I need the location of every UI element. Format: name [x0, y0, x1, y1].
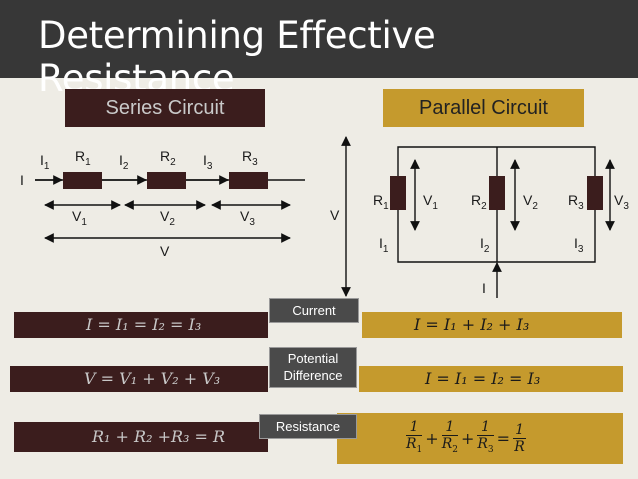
- potential-difference-row-label: Potential Difference: [269, 347, 357, 388]
- parallel-r3-label: R3: [568, 192, 584, 212]
- potential-label-line-2: Difference: [283, 368, 343, 383]
- parallel-r2-label: R2: [471, 192, 487, 212]
- series-current-equation: I = I₁ = I₂ = I₃: [86, 315, 202, 334]
- series-i2-label: I2: [119, 152, 129, 172]
- parallel-v2-label: V2: [523, 192, 538, 212]
- series-circuit-header: Series Circuit: [65, 89, 265, 127]
- series-current-label: I: [20, 172, 24, 188]
- series-i3-label: I3: [203, 152, 213, 172]
- parallel-main-current-label: I: [482, 280, 486, 296]
- parallel-v1-label: V1: [423, 192, 438, 212]
- parallel-v3-label: V3: [614, 192, 629, 212]
- parallel-resistor-r1: [390, 176, 406, 210]
- series-v2-label: V2: [160, 208, 175, 228]
- series-current-equation-bar: I = I₁ = I₂ = I₃: [14, 312, 268, 338]
- parallel-current-equation: I = I₁ + I₂ + I₃: [414, 315, 530, 334]
- series-resistor-r2: [147, 172, 186, 189]
- series-resistor-r3: [229, 172, 268, 189]
- series-resistance-equation: R₁ + R₂ +R₃ = R: [92, 427, 226, 446]
- parallel-resistor-r3: [587, 176, 603, 210]
- parallel-voltage-equation: I = I₁ = I₂ = I₃: [425, 369, 541, 388]
- series-voltage-equation-bar: V = V₁ + V₂ + V₃: [10, 366, 268, 392]
- parallel-circuit-header: Parallel Circuit: [383, 89, 584, 127]
- series-r1-label: R1: [75, 148, 91, 168]
- series-resistance-equation-bar: R₁ + R₂ +R₃ = R: [14, 422, 268, 452]
- middle-v-label: V: [330, 207, 340, 223]
- series-v-total-label: V: [160, 243, 170, 259]
- parallel-voltage-equation-bar: I = I₁ = I₂ = I₃: [359, 366, 623, 392]
- parallel-i2-label: I2: [480, 235, 490, 255]
- parallel-r1-label: R1: [373, 192, 389, 212]
- series-v3-label: V3: [240, 208, 255, 228]
- parallel-current-equation-bar: I = I₁ + I₂ + I₃: [362, 312, 622, 338]
- title-bar: Determining Effective Resistance: [0, 0, 638, 100]
- resistance-row-label: Resistance: [259, 414, 357, 439]
- current-row-label: Current: [269, 298, 359, 323]
- series-v1-label: V1: [72, 208, 87, 228]
- series-r3-label: R3: [242, 148, 258, 168]
- series-i1-label: I1: [40, 152, 50, 172]
- series-resistor-r1: [63, 172, 102, 189]
- parallel-i3-label: I3: [574, 235, 584, 255]
- series-voltage-equation: V = V₁ + V₂ + V₃: [84, 369, 221, 388]
- parallel-i1-label: I1: [379, 235, 389, 255]
- series-r2-label: R2: [160, 148, 176, 168]
- parallel-resistor-r2: [489, 176, 505, 210]
- potential-label-line-1: Potential: [287, 351, 339, 366]
